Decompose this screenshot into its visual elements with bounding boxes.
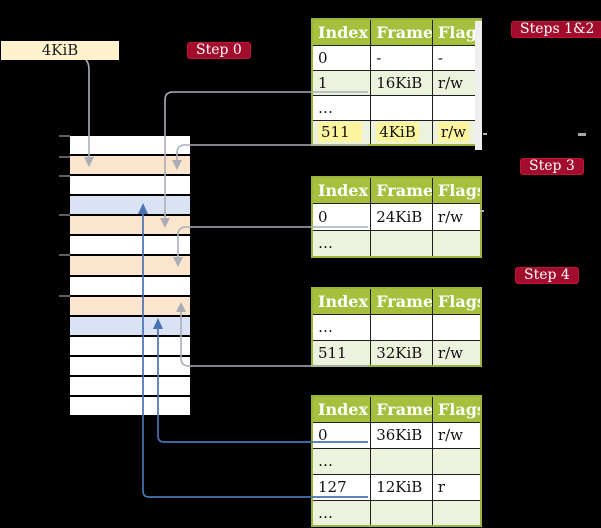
table-row: 511 32KiB r/w: [311, 339, 482, 367]
memory-frame-row: [70, 336, 190, 357]
artifact-dash: [483, 133, 487, 135]
memory-frame-row: [70, 276, 190, 297]
cell-frame: 12KiB: [370, 473, 433, 501]
column-header-index: Index: [311, 176, 372, 204]
page-table-steps-1-2: Index Frame Flags 0 - - 1 16KiB r/w … 51…: [311, 18, 482, 146]
cell-frame: [370, 229, 433, 258]
frame-size-legend-box: 4KiB: [1, 41, 119, 60]
cell-frame: 32KiB: [370, 339, 433, 367]
badge-step-3: Step 3: [520, 158, 584, 175]
memory-frame-row: [70, 196, 190, 217]
memory-frame-row: [70, 376, 190, 398]
cell-flags: [431, 313, 482, 341]
table-row: 0 - -: [311, 44, 482, 71]
memory-frame-row: [70, 296, 190, 317]
table1-right-edge-strip: [475, 21, 482, 150]
cell-index: 511: [311, 119, 372, 146]
page-table-step-3: Index Frame Flags 0 24KiB r/w …: [311, 176, 482, 258]
cell-flags: [431, 447, 482, 475]
table-row-highlighted: 511 4KiB r/w: [311, 119, 482, 146]
badge-step-0: Step 0: [187, 42, 251, 59]
table-row: 127 12KiB r: [311, 473, 482, 501]
column-header-flags: Flags: [431, 176, 482, 204]
memory-address-ticks: [59, 135, 70, 297]
column-header-frame: Frame: [370, 18, 433, 46]
physical-memory-stack: [70, 136, 190, 416]
memory-frame-row: [70, 176, 190, 197]
memory-frame-row: [70, 397, 190, 416]
cell-index: 0: [311, 44, 372, 71]
badge-step-4: Step 4: [515, 267, 579, 284]
table-row: 0 24KiB r/w: [311, 202, 482, 231]
arrow-entry511-to-frame4: [176, 144, 368, 161]
cell-frame: 16KiB: [370, 69, 433, 96]
cell-frame: 24KiB: [370, 202, 433, 231]
table-row: 0 36KiB r/w: [311, 421, 482, 449]
artifact-dash: [480, 210, 484, 212]
column-header-frame: Frame: [370, 395, 433, 423]
cell-index: …: [311, 499, 372, 527]
table-header-row: Index Frame Flags: [311, 176, 482, 204]
cell-flags: r/w: [431, 202, 482, 231]
cell-index: …: [311, 229, 372, 258]
cell-frame: [370, 313, 433, 341]
cell-frame: [370, 447, 433, 475]
cell-flags: r: [431, 473, 482, 501]
table-header-row: Index Frame Flags: [311, 18, 482, 46]
column-header-index: Index: [311, 18, 372, 46]
column-header-index: Index: [311, 395, 372, 423]
memory-frame-row: [70, 216, 190, 237]
badge-steps-1-2: Steps 1&2: [511, 21, 601, 38]
cell-frame: -: [370, 44, 433, 71]
column-header-index: Index: [311, 287, 372, 315]
memory-frame-row: [70, 236, 190, 257]
page-table-step-4: Index Frame Flags … 511 32KiB r/w: [311, 287, 482, 367]
table-header-row: Index Frame Flags: [311, 395, 482, 423]
cell-flags: [431, 229, 482, 258]
memory-frame-row: [70, 256, 190, 277]
highlight: 511: [318, 122, 362, 143]
cell-flags: [431, 94, 482, 121]
cell-index: …: [311, 447, 372, 475]
table-row: 1 16KiB r/w: [311, 69, 482, 96]
cell-frame: [370, 499, 433, 527]
cell-frame: 36KiB: [370, 421, 433, 449]
table-row: …: [311, 499, 482, 527]
cell-index: 127: [311, 473, 372, 501]
column-header-frame: Frame: [370, 287, 433, 315]
cell-flags: [431, 499, 482, 527]
highlight: r/w: [437, 122, 469, 143]
cell-flags: r/w: [431, 69, 482, 96]
page-table-final: Index Frame Flags 0 36KiB r/w … 127 12Ki…: [311, 395, 482, 527]
table-row: …: [311, 229, 482, 258]
table-row: …: [311, 313, 482, 341]
column-header-flags: Flags: [431, 395, 482, 423]
cell-index: 1: [311, 69, 372, 96]
cell-flags: r/w: [431, 339, 482, 367]
memory-frame-row: [70, 156, 190, 177]
cell-flags: -: [431, 44, 482, 71]
column-header-frame: Frame: [370, 176, 433, 204]
artifact-dash: [578, 133, 586, 136]
cell-index: 511: [311, 339, 372, 367]
cell-frame: [370, 94, 433, 121]
cell-flags: r/w: [431, 119, 482, 146]
cell-flags: r/w: [431, 421, 482, 449]
memory-frame-row: [70, 356, 190, 377]
table-row: …: [311, 447, 482, 475]
cell-index: 0: [311, 202, 372, 231]
table-row: …: [311, 94, 482, 121]
table-header-row: Index Frame Flags: [311, 287, 482, 315]
cell-frame: 4KiB: [370, 119, 433, 146]
column-header-flags: Flags: [431, 18, 482, 46]
memory-frame-row: [70, 316, 190, 337]
memory-frame-row: [70, 136, 190, 157]
cell-index: …: [311, 94, 372, 121]
highlight: 4KiB: [376, 122, 419, 143]
cell-index: …: [311, 313, 372, 341]
column-header-flags: Flags: [431, 287, 482, 315]
cell-index: 0: [311, 421, 372, 449]
